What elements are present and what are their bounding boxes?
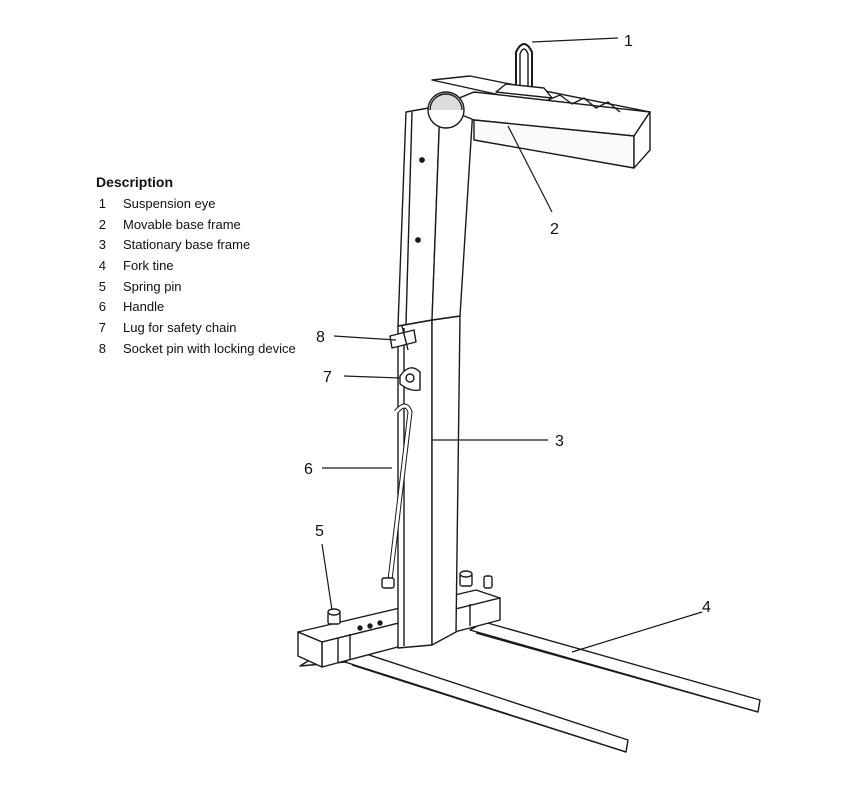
fork-tine-right bbox=[469, 621, 761, 713]
socket-pin bbox=[389, 325, 417, 351]
legend-item: 4 Fork tine bbox=[96, 256, 296, 277]
callout-1: 1 bbox=[624, 33, 633, 50]
description-legend: Description 1 Suspension eye 2 Movable bas… bbox=[96, 174, 296, 360]
callout-7: 7 bbox=[323, 369, 332, 386]
legend-item: 5 Spring pin bbox=[96, 277, 296, 298]
legend-item-number: 6 bbox=[98, 299, 106, 315]
legend-item-label: Lug for safety chain bbox=[123, 320, 237, 336]
legend-item-number: 5 bbox=[98, 278, 106, 294]
legend-item-number: 8 bbox=[98, 340, 106, 356]
stationary-base-frame bbox=[397, 315, 461, 649]
spring-pin-left bbox=[327, 608, 341, 625]
legend-item-label: Socket pin with locking device bbox=[123, 340, 296, 356]
handle bbox=[381, 403, 413, 589]
leader-lines bbox=[321, 37, 703, 653]
callout-8: 8 bbox=[316, 329, 325, 346]
legend-title: Description bbox=[96, 174, 174, 190]
leader-line-1 bbox=[531, 37, 619, 43]
movable-base-frame-upright bbox=[397, 91, 475, 327]
legend-item-label: Suspension eye bbox=[123, 196, 216, 211]
callout-3: 3 bbox=[555, 433, 564, 450]
leader-line-4 bbox=[571, 611, 703, 653]
legend-item-number: 7 bbox=[98, 320, 106, 336]
safety-chain-lug bbox=[399, 367, 421, 392]
leader-line-5 bbox=[321, 543, 333, 611]
fork-tine-left bbox=[299, 651, 629, 753]
suspension-eye bbox=[495, 43, 553, 99]
legend-item: 2 Movable base frame bbox=[96, 215, 296, 236]
callout-2: 2 bbox=[550, 221, 559, 238]
leader-line-8 bbox=[333, 335, 397, 341]
callout-6: 6 bbox=[304, 461, 313, 478]
legend-item-number: 4 bbox=[98, 258, 106, 274]
legend-item-number: 1 bbox=[98, 196, 106, 211]
legend-item: 6 Handle bbox=[96, 297, 296, 318]
callout-5: 5 bbox=[315, 523, 324, 540]
legend-item-label: Fork tine bbox=[123, 258, 174, 274]
spring-pin-right bbox=[459, 570, 493, 589]
legend-item: 7 Lug for safety chain bbox=[96, 318, 296, 339]
leader-line-7 bbox=[343, 375, 401, 379]
legend-item: 1 Suspension eye bbox=[96, 194, 296, 215]
legend-item: 3 Stationary base frame bbox=[96, 235, 296, 256]
legend-item-number: 2 bbox=[98, 216, 106, 232]
legend-item: 8 Socket pin with locking device bbox=[96, 339, 296, 360]
movable-base-frame-arm bbox=[427, 75, 651, 169]
legend-item-label: Movable base frame bbox=[123, 216, 241, 232]
legend-item-label: Spring pin bbox=[123, 278, 182, 294]
legend-item-label: Handle bbox=[123, 299, 165, 315]
legend-item-label: Stationary base frame bbox=[123, 237, 251, 253]
legend-item-number: 3 bbox=[98, 237, 106, 253]
callout-4: 4 bbox=[702, 599, 711, 616]
leader-line-2 bbox=[507, 125, 553, 213]
